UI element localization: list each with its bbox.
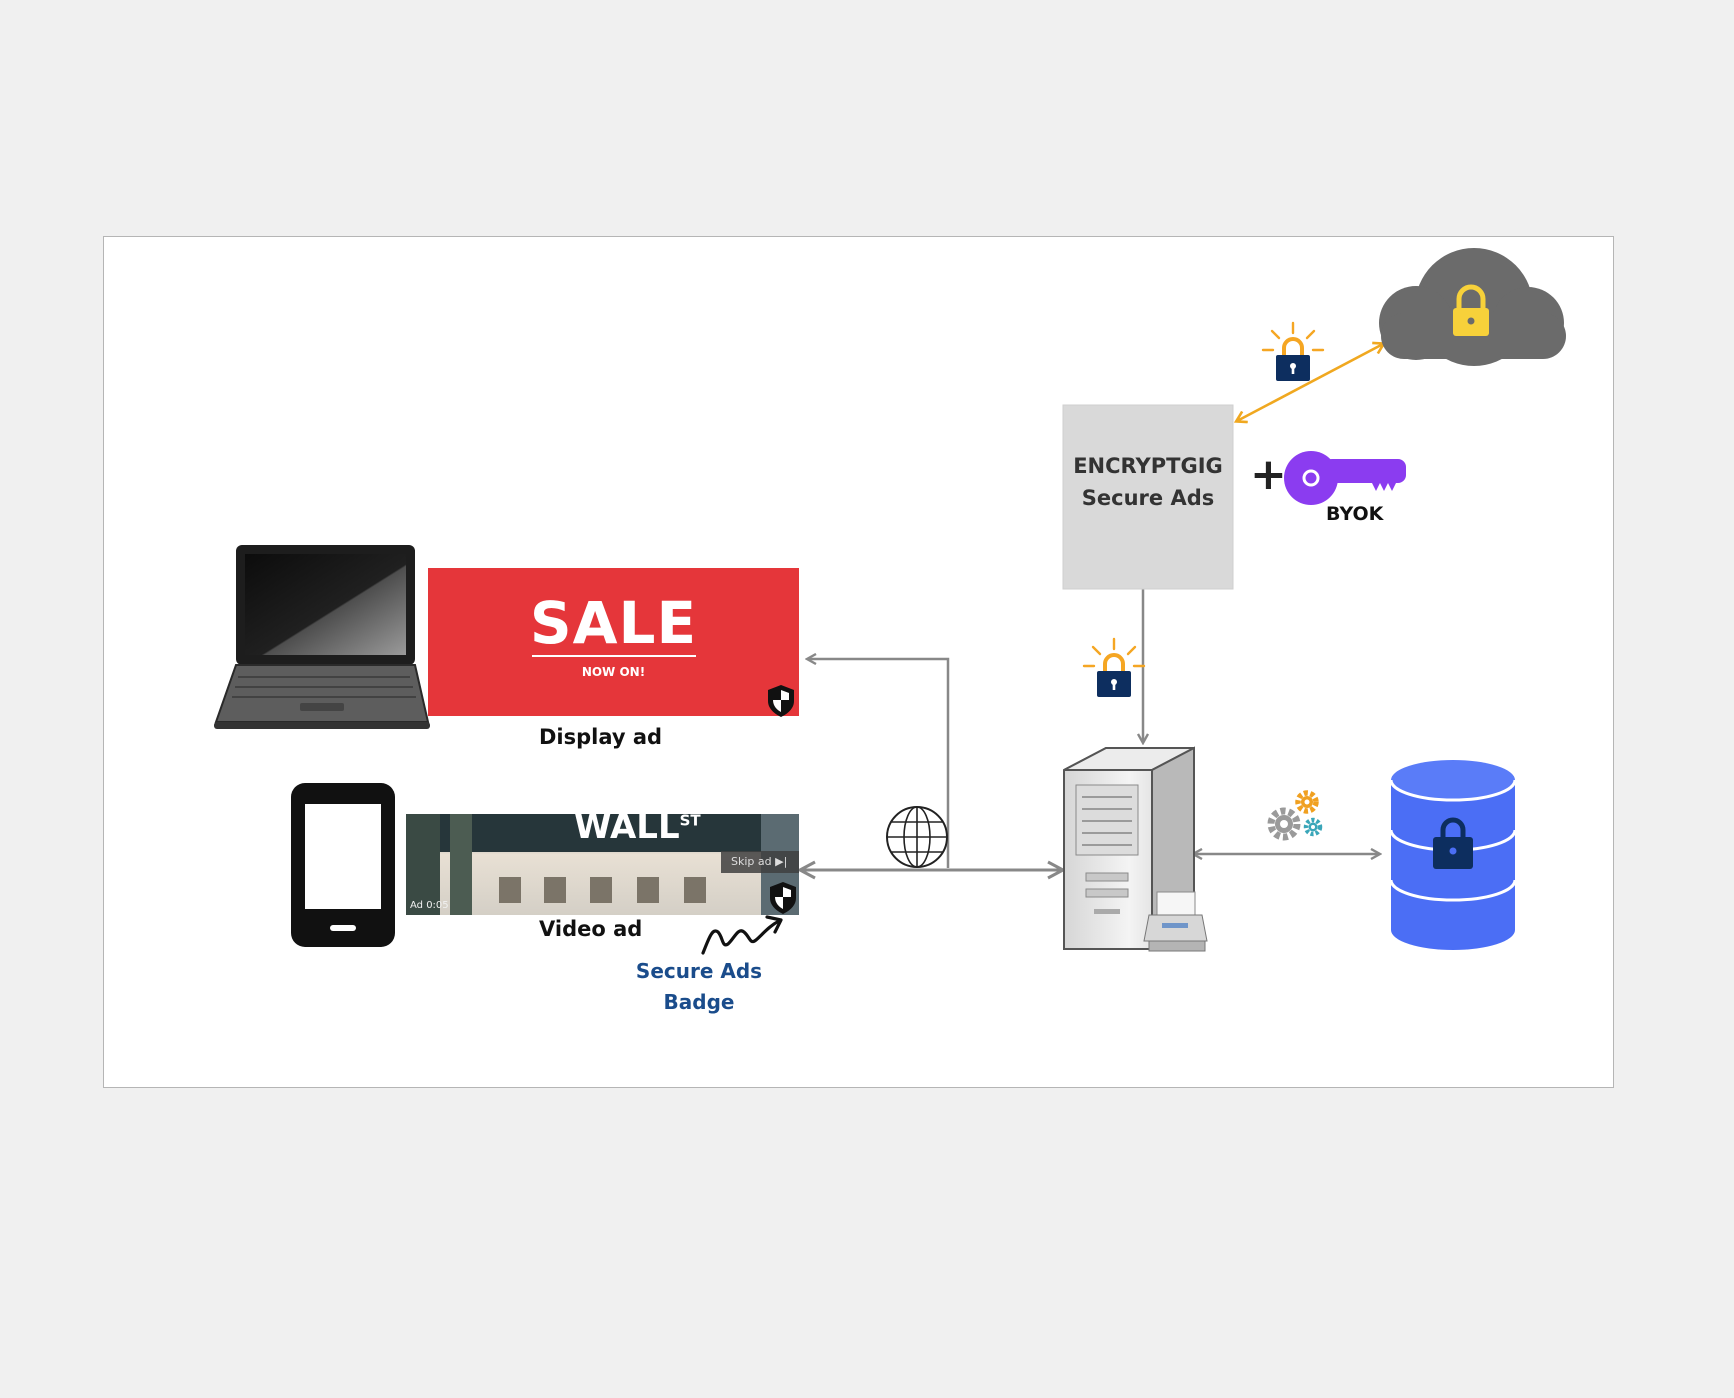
cloud-lock-icon (1379, 248, 1566, 366)
globe-icon (886, 806, 948, 868)
encryptgig-subtitle: Secure Ads (1081, 486, 1215, 510)
shield-icon (770, 882, 796, 914)
display-ad-arrow (808, 659, 950, 868)
skip-ad-label: Skip ad (731, 855, 772, 868)
diagram-graphics (214, 248, 1566, 955)
video-timer: Ad 0:05 (410, 900, 449, 911)
display-ad-banner (428, 568, 799, 716)
sale-headline: SALE (529, 589, 698, 657)
laptop-icon (214, 545, 430, 729)
smartphone-icon (291, 783, 395, 947)
video-street-sign: WALLST (574, 807, 701, 847)
video-ad-thumbnail (406, 814, 799, 915)
encryptgig-title: ENCRYPTGIG (1073, 454, 1223, 478)
badge-label-line2: Badge (663, 990, 735, 1014)
plus-sign: + (1250, 449, 1287, 500)
lock-icon (1261, 321, 1325, 381)
diagram-canvas: ENCRYPTGIG Secure Ads + BYOK SALE NOW ON… (103, 236, 1614, 1088)
database-lock-icon (1389, 760, 1517, 950)
cloud-link-arrow (1237, 344, 1383, 421)
display-ad-caption: Display ad (539, 725, 663, 749)
skip-icon: ▶| (775, 855, 788, 868)
lock-icon (1082, 637, 1146, 697)
badge-label-line1: Secure Ads (635, 959, 763, 983)
printer-icon (1143, 891, 1208, 952)
skip-ad-button[interactable]: Skip ad ▶| (731, 855, 787, 868)
shield-icon (768, 685, 794, 717)
video-ad-caption: Video ad (539, 917, 643, 941)
sale-subline: NOW ON! (581, 665, 646, 679)
encryptgig-box (1062, 404, 1234, 590)
badge-pointer-arrow (701, 915, 783, 955)
street-suffix: ST (679, 811, 701, 830)
connectors (801, 344, 1383, 870)
byok-label: BYOK (1326, 503, 1384, 525)
street-name: WALL (574, 807, 680, 847)
gears-icon (1267, 790, 1323, 841)
key-icon (1284, 451, 1406, 505)
